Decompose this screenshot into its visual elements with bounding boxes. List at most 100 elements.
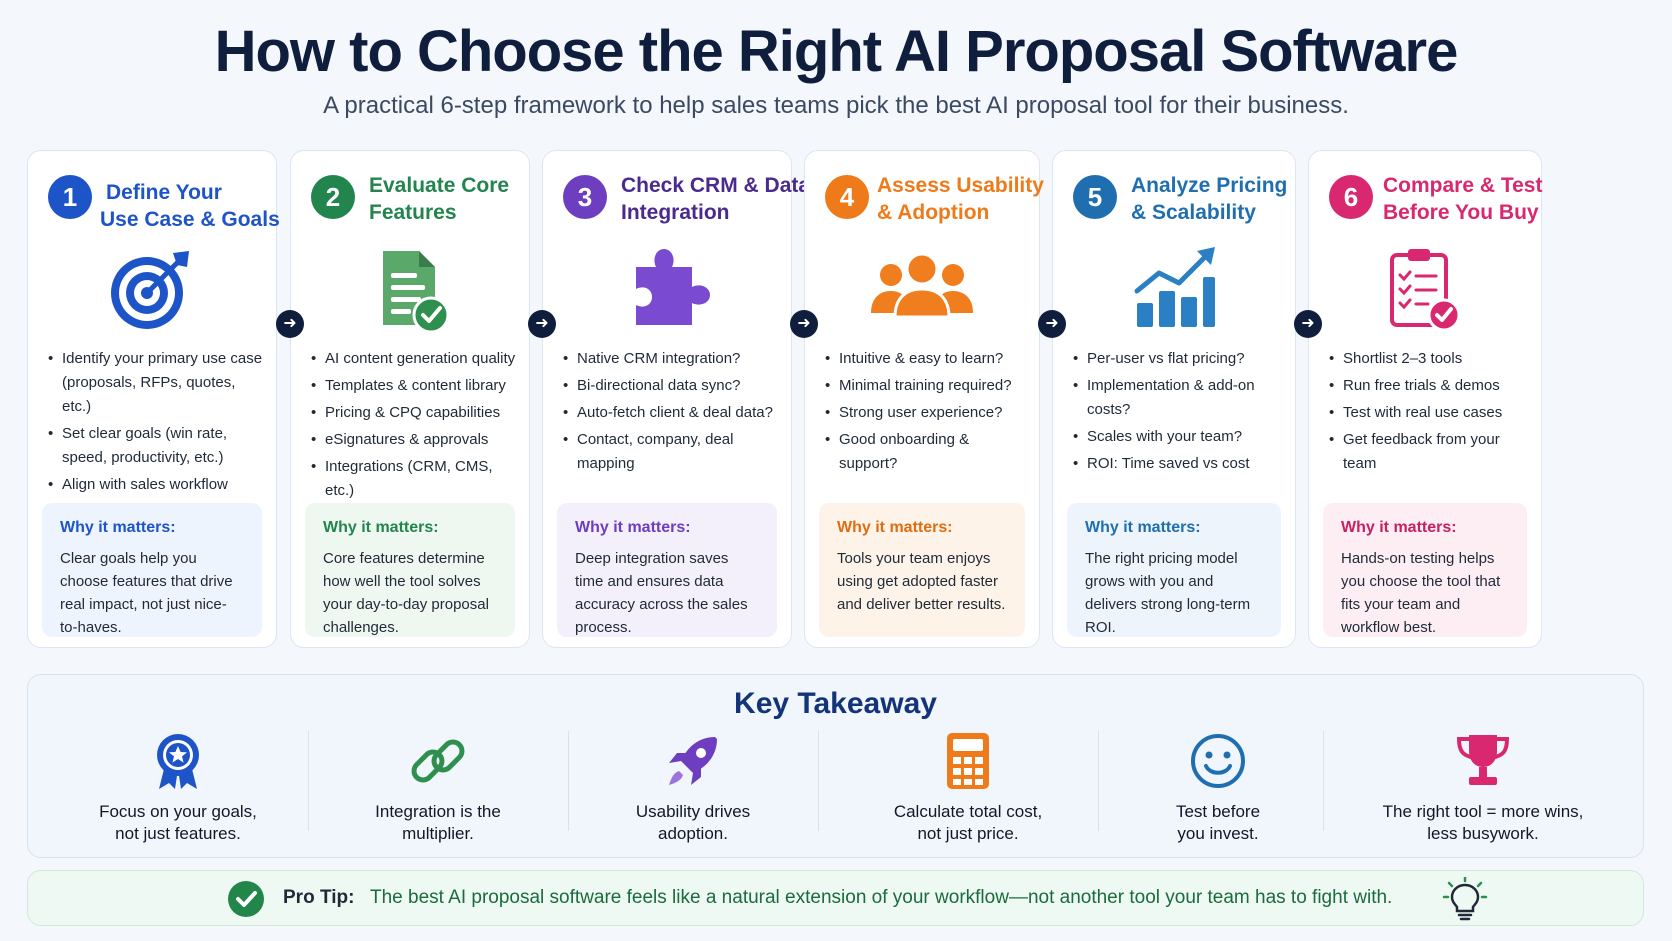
list-item: Good onboarding & support? bbox=[825, 428, 1029, 476]
takeaway-line: The right tool = more wins, bbox=[1382, 802, 1584, 821]
takeaway-line: not just features. bbox=[115, 824, 241, 843]
list-item: Run free trials & demos bbox=[1329, 374, 1531, 398]
divider bbox=[1323, 731, 1324, 831]
why-it-matters-box: Why it matters: Core features determine … bbox=[305, 503, 515, 637]
step-title-line: Use Case & Goals bbox=[100, 208, 280, 231]
step-card-1: 1 Define Your Use Case & Goals Identify … bbox=[27, 150, 280, 648]
growth-chart-icon bbox=[1053, 245, 1295, 335]
trophy-icon bbox=[1456, 735, 1510, 785]
page-title: How to Choose the Right AI Proposal Soft… bbox=[214, 19, 1459, 84]
why-text: The right pricing model grows with you a… bbox=[1085, 550, 1251, 636]
list-item: Contact, company, deal mapping bbox=[563, 428, 781, 476]
step-bullets: Native CRM integration? Bi-directional d… bbox=[563, 347, 781, 479]
why-it-matters-box: Why it matters: Hands-on testing helps y… bbox=[1323, 503, 1527, 637]
step-title-line: & Scalability bbox=[1131, 201, 1256, 224]
step-number-badge: 5 bbox=[1073, 175, 1117, 219]
takeaway-line: Usability drives bbox=[635, 802, 751, 821]
step-title-line: Check CRM & Data bbox=[621, 174, 811, 197]
takeaway-text: Focus on your goals, not just features. bbox=[68, 801, 288, 845]
page-subtitle: A practical 6-step framework to help sal… bbox=[323, 92, 1349, 119]
why-text: Deep integration saves time and ensures … bbox=[575, 550, 748, 636]
list-item: Pricing & CPQ capabilities bbox=[311, 401, 519, 425]
list-item: Intuitive & easy to learn? bbox=[825, 347, 1029, 371]
step-title-line: Analyze Pricing bbox=[1131, 174, 1288, 197]
why-title: Why it matters: bbox=[837, 519, 953, 536]
divider bbox=[818, 731, 819, 831]
step-title: Define Your Use Case & Goals bbox=[100, 179, 280, 233]
pro-tip-bar: Pro Tip: The best AI proposal software f… bbox=[27, 870, 1644, 926]
step-card-2: 2 Evaluate Core Features AI content gene… bbox=[290, 150, 530, 648]
list-item: Shortlist 2–3 tools bbox=[1329, 347, 1531, 371]
divider bbox=[308, 731, 309, 831]
list-item: Integrations (CRM, CMS, etc.) bbox=[311, 455, 519, 503]
list-item: Align with sales workflow bbox=[48, 473, 266, 497]
takeaway-line: adoption. bbox=[658, 824, 728, 843]
step-number-badge: 4 bbox=[825, 175, 869, 219]
checklist-icon bbox=[1309, 245, 1541, 335]
check-circle-icon bbox=[228, 881, 264, 917]
step-bullets: AI content generation quality Templates … bbox=[311, 347, 519, 506]
takeaway-line: Integration is the bbox=[375, 802, 501, 821]
step-title-line: Features bbox=[369, 201, 457, 224]
takeaway-item: Usability drives adoption. bbox=[583, 731, 803, 851]
list-item: Bi-directional data sync? bbox=[563, 374, 781, 398]
step-header: 2 Evaluate Core Features bbox=[311, 169, 521, 225]
step-bullets: Identify your primary use case (proposal… bbox=[48, 347, 266, 500]
step-title-line: & Adoption bbox=[877, 201, 990, 224]
puzzle-icon bbox=[543, 245, 791, 335]
list-item: AI content generation quality bbox=[311, 347, 519, 371]
pro-tip-label: Pro Tip: bbox=[283, 887, 355, 908]
why-title: Why it matters: bbox=[1341, 519, 1457, 536]
list-item: Minimal training required? bbox=[825, 374, 1029, 398]
list-item: Test with real use cases bbox=[1329, 401, 1531, 425]
takeaway-line: less busywork. bbox=[1427, 824, 1539, 843]
lightbulb-icon bbox=[1440, 875, 1490, 926]
takeaway-line: Calculate total cost, bbox=[893, 802, 1043, 821]
why-it-matters-box: Why it matters: The right pricing model … bbox=[1067, 503, 1281, 637]
next-arrow-icon: ➜ bbox=[528, 310, 556, 338]
why-text: Clear goals help you choose features tha… bbox=[60, 550, 233, 636]
list-item: Identify your primary use case (proposal… bbox=[48, 347, 266, 419]
list-item: Native CRM integration? bbox=[563, 347, 781, 371]
why-it-matters-box: Why it matters: Tools your team enjoys u… bbox=[819, 503, 1025, 637]
step-number-badge: 6 bbox=[1329, 175, 1373, 219]
step-title: Check CRM & Data Integration bbox=[621, 172, 810, 226]
takeaway-title: Key Takeaway bbox=[734, 687, 937, 720]
step-number-badge: 1 bbox=[48, 175, 92, 219]
list-item: ROI: Time saved vs cost bbox=[1073, 452, 1285, 476]
step-title-line: Evaluate Core bbox=[369, 174, 510, 197]
target-icon bbox=[28, 245, 276, 335]
next-arrow-icon: ➜ bbox=[276, 310, 304, 338]
step-card-4: 4 Assess Usability & Adoption Intuitive … bbox=[804, 150, 1044, 648]
step-title-line: Compare & Test bbox=[1383, 174, 1543, 197]
list-item: Strong user experience? bbox=[825, 401, 1029, 425]
key-takeaway-panel: Key Takeaway Focus on your goals, not ju… bbox=[27, 674, 1644, 858]
step-bullets: Intuitive & easy to learn? Minimal train… bbox=[825, 347, 1029, 479]
list-item: Per-user vs flat pricing? bbox=[1073, 347, 1285, 371]
step-title: Assess Usability & Adoption bbox=[877, 172, 1044, 226]
list-item: Scales with your team? bbox=[1073, 425, 1285, 449]
step-bullets: Per-user vs flat pricing? Implementation… bbox=[1073, 347, 1285, 479]
step-title-line: Integration bbox=[621, 201, 730, 224]
pro-tip-text: The best AI proposal software feels like… bbox=[370, 887, 1393, 908]
why-text: Core features determine how well the too… bbox=[323, 550, 489, 636]
takeaway-line: Focus on your goals, bbox=[99, 802, 257, 821]
next-arrow-icon: ➜ bbox=[790, 310, 818, 338]
why-text: Tools your team enjoys using get adopted… bbox=[837, 550, 1006, 613]
takeaway-text: Integration is the multiplier. bbox=[328, 801, 548, 845]
team-icon bbox=[805, 245, 1039, 335]
step-card-5: 5 Analyze Pricing & Scalability Per-user… bbox=[1052, 150, 1296, 648]
step-header: 4 Assess Usability & Adoption bbox=[825, 169, 1044, 225]
step-card-3: 3 Check CRM & Data Integration Native CR… bbox=[542, 150, 810, 648]
list-item: Auto-fetch client & deal data? bbox=[563, 401, 781, 425]
why-title: Why it matters: bbox=[60, 519, 176, 536]
takeaway-item: Integration is the multiplier. bbox=[328, 731, 548, 851]
why-text: Hands-on testing helps you choose the to… bbox=[1341, 550, 1501, 636]
takeaway-text: Usability drives adoption. bbox=[583, 801, 803, 845]
list-item: Get feedback from your team bbox=[1329, 428, 1531, 476]
next-arrow-icon: ➜ bbox=[1038, 310, 1066, 338]
step-header: 1 Define Your Use Case & Goals bbox=[48, 169, 280, 231]
step-number-badge: 2 bbox=[311, 175, 355, 219]
rocket-icon bbox=[669, 737, 717, 785]
divider bbox=[568, 731, 569, 831]
